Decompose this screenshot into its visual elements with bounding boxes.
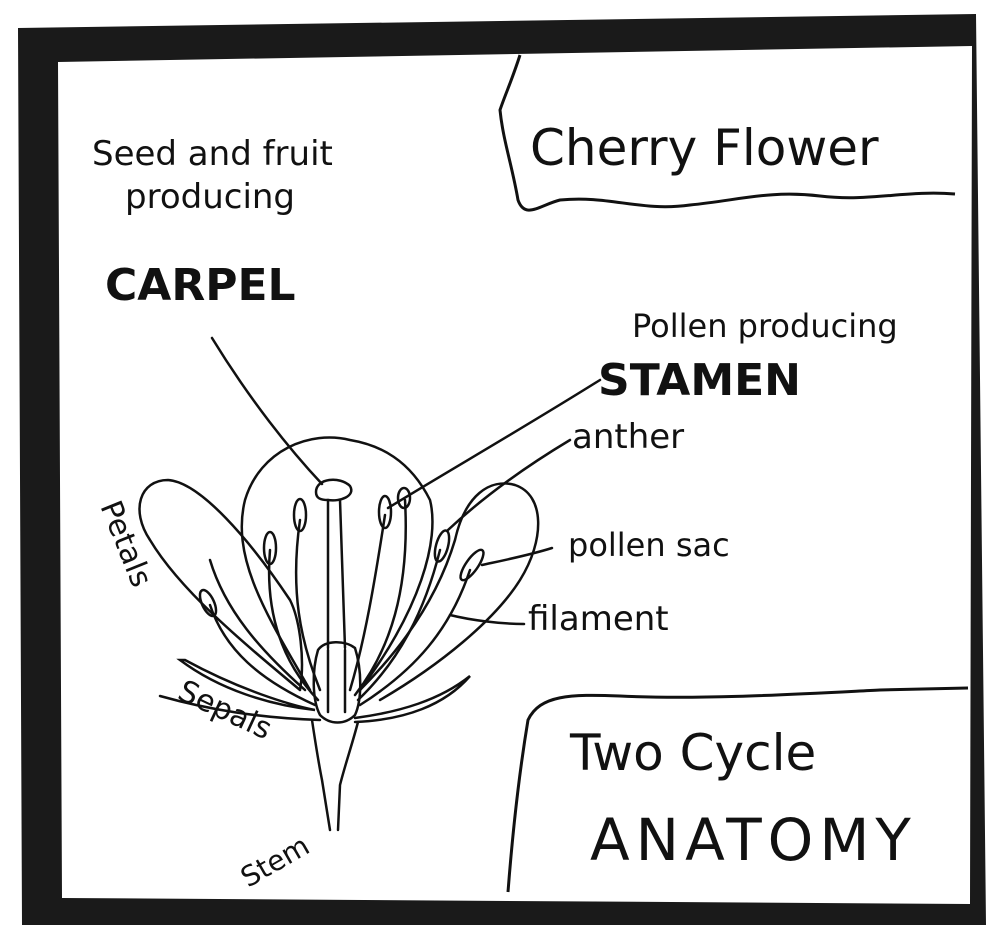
stamen-filament bbox=[296, 520, 320, 690]
stamen-filament bbox=[355, 500, 406, 695]
flower-drawing bbox=[140, 338, 600, 830]
receptacle bbox=[312, 720, 358, 830]
filament-label: filament bbox=[528, 599, 669, 639]
pollen-sac-label: pollen sac bbox=[568, 526, 730, 564]
carpel-style bbox=[328, 500, 345, 648]
footer-line1: Two Cycle bbox=[569, 724, 816, 782]
sepals-label: Sepals bbox=[173, 674, 277, 748]
stamen-leader-line bbox=[388, 380, 600, 508]
stamen-label: STAMEN bbox=[598, 355, 801, 406]
stem-label: Stem bbox=[235, 829, 315, 894]
sepal-right bbox=[355, 676, 470, 722]
carpel-label: CARPEL bbox=[105, 260, 296, 311]
stamen-description: Pollen producing bbox=[632, 307, 898, 345]
anther-label: anther bbox=[572, 417, 684, 457]
stamen-filament bbox=[269, 550, 318, 700]
carpel-description-line1: Seed and fruit bbox=[92, 134, 333, 174]
stamen-filament bbox=[360, 570, 470, 705]
petals-label: Petals bbox=[93, 496, 159, 592]
title-text: Cherry Flower bbox=[530, 119, 879, 177]
anther bbox=[379, 496, 391, 528]
carpel-description-line2: producing bbox=[125, 177, 295, 217]
pollen-sac-leader-line bbox=[482, 548, 552, 565]
footer-line2: ANATOMY bbox=[590, 806, 917, 874]
